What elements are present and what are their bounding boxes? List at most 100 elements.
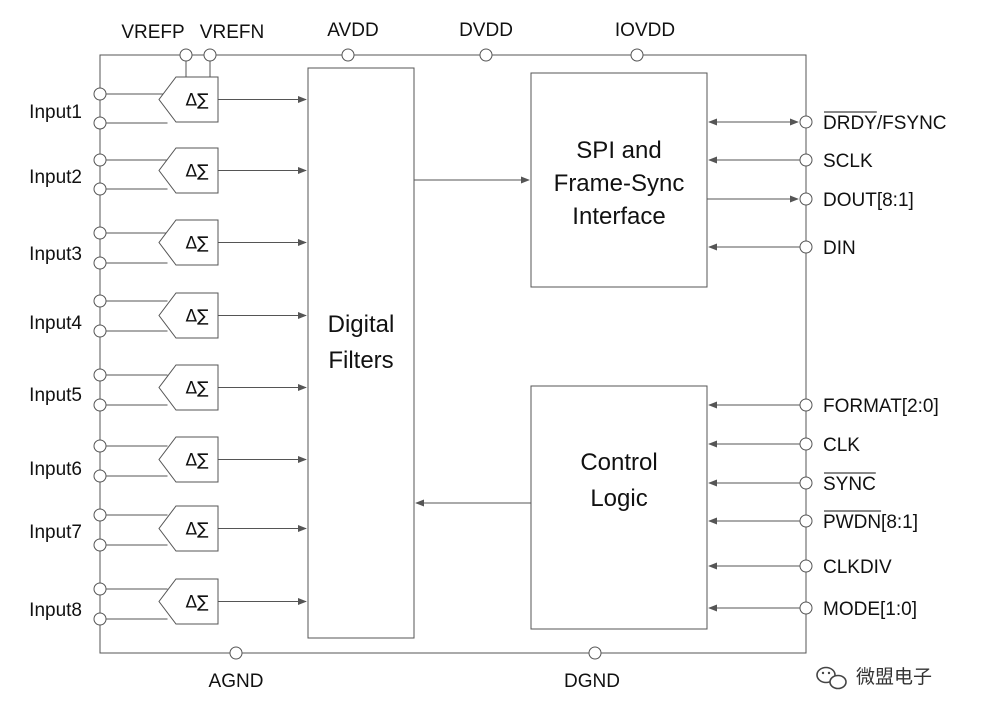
pin-label: SCLK bbox=[823, 151, 873, 172]
delta-sigma-modulator bbox=[158, 436, 219, 483]
delta-sigma-modulator bbox=[158, 292, 219, 339]
right-pin: CLK bbox=[708, 435, 860, 456]
pin-connector bbox=[799, 559, 813, 573]
pin-connector bbox=[799, 192, 813, 206]
pin-connector bbox=[799, 514, 813, 528]
pin-connector bbox=[799, 115, 813, 129]
input-channel: Input1 Δ∑ bbox=[29, 76, 307, 130]
input-pin-p bbox=[93, 439, 107, 453]
modulator-symbol: Δ∑ bbox=[185, 91, 209, 111]
delta-sigma-modulator bbox=[158, 505, 219, 552]
input-pin-n bbox=[93, 612, 107, 626]
pin-label: CLK bbox=[823, 435, 860, 456]
input-label: Input6 bbox=[29, 459, 82, 480]
pin-label: PWDN[8:1] bbox=[823, 512, 918, 533]
input-channel: Input3 Δ∑ bbox=[29, 219, 307, 270]
pin-dvdd bbox=[479, 48, 493, 62]
input-channel: Input4 Δ∑ bbox=[29, 292, 307, 339]
right-pin: DIN bbox=[708, 238, 856, 259]
watermark-text: 微盟电子 bbox=[856, 666, 932, 688]
pin-vrefp-label: VREFP bbox=[121, 22, 184, 43]
pin-label: CLKDIV bbox=[823, 557, 892, 578]
pin-iovdd-label: IOVDD bbox=[615, 20, 675, 41]
pin-dvdd-label: DVDD bbox=[459, 20, 513, 41]
pin-label: SYNC bbox=[823, 474, 876, 495]
pin-label: DRDY/FSYNC bbox=[823, 113, 947, 134]
input-pin-n bbox=[93, 182, 107, 196]
delta-sigma-modulator bbox=[158, 578, 219, 625]
pin-agnd bbox=[229, 646, 243, 660]
input-pin-p bbox=[93, 508, 107, 522]
modulator-symbol: Δ∑ bbox=[185, 307, 209, 327]
pin-connector bbox=[799, 398, 813, 412]
input-pin-n bbox=[93, 324, 107, 338]
watermark: 微盟电子 bbox=[816, 666, 932, 690]
right-pin: FORMAT[2:0] bbox=[708, 396, 939, 417]
pin-connector bbox=[799, 437, 813, 451]
right-pin: MODE[1:0] bbox=[708, 599, 917, 620]
modulator-symbol: Δ∑ bbox=[185, 162, 209, 182]
delta-sigma-modulator bbox=[158, 147, 219, 194]
input-pin-n bbox=[93, 469, 107, 483]
spi-title-line2: Frame-Sync bbox=[554, 170, 685, 197]
input-channel: Input5 Δ∑ bbox=[29, 364, 307, 412]
input-pin-p bbox=[93, 294, 107, 308]
modulator-symbol: Δ∑ bbox=[185, 520, 209, 540]
pin-connector bbox=[799, 240, 813, 254]
pin-agnd-label: AGND bbox=[209, 671, 264, 692]
pin-connector bbox=[799, 153, 813, 167]
input-pin-n bbox=[93, 256, 107, 270]
input-label: Input1 bbox=[29, 102, 82, 123]
input-pin-n bbox=[93, 398, 107, 412]
input-label: Input4 bbox=[29, 313, 82, 334]
spi-title-line1: SPI and bbox=[576, 137, 661, 164]
pin-label: MODE[1:0] bbox=[823, 599, 917, 620]
modulator-symbol: Δ∑ bbox=[185, 451, 209, 471]
pin-label: DIN bbox=[823, 238, 856, 259]
pin-vrefn bbox=[203, 48, 217, 62]
input-channel: Input6 Δ∑ bbox=[29, 436, 307, 483]
spi-title-line3: Interface bbox=[572, 203, 665, 230]
pin-label: DOUT[8:1] bbox=[823, 190, 914, 211]
pin-avdd bbox=[341, 48, 355, 62]
pin-label: FORMAT[2:0] bbox=[823, 396, 939, 417]
wechat-icon bbox=[816, 666, 847, 690]
digital-filters-title-line2: Filters bbox=[328, 347, 393, 374]
input-pin-n bbox=[93, 116, 107, 130]
right-pin: DRDY/FSYNC bbox=[708, 111, 947, 134]
control-logic-block bbox=[530, 385, 708, 630]
pin-dgnd bbox=[588, 646, 602, 660]
pin-dgnd-label: DGND bbox=[564, 671, 620, 692]
bottom-pins: AGND DGND bbox=[209, 646, 620, 692]
modulator-symbol: Δ∑ bbox=[185, 593, 209, 613]
input-label: Input7 bbox=[29, 522, 82, 543]
pin-avdd-label: AVDD bbox=[327, 20, 378, 41]
input-label: Input8 bbox=[29, 600, 82, 621]
input-pin-p bbox=[93, 87, 107, 101]
input-label: Input2 bbox=[29, 167, 82, 188]
pin-vrefn-label: VREFN bbox=[200, 22, 264, 43]
right-pin: PWDN[8:1] bbox=[708, 510, 918, 533]
input-channel: Input2 Δ∑ bbox=[29, 147, 307, 196]
digital-filters-block bbox=[307, 67, 415, 639]
delta-sigma-modulator bbox=[158, 364, 219, 411]
modulator-symbol: Δ∑ bbox=[185, 379, 209, 399]
input-pin-n bbox=[93, 538, 107, 552]
input-label: Input3 bbox=[29, 244, 82, 265]
input-pin-p bbox=[93, 226, 107, 240]
modulator-symbol: Δ∑ bbox=[185, 234, 209, 254]
control-title-line2: Logic bbox=[590, 485, 647, 512]
pin-connector bbox=[799, 601, 813, 615]
input-label: Input5 bbox=[29, 385, 82, 406]
right-pin: CLKDIV bbox=[708, 557, 892, 578]
delta-sigma-modulator bbox=[158, 76, 219, 123]
pin-vrefp bbox=[179, 48, 193, 62]
right-pins: DRDY/FSYNC SCLK DOUT[8:1] DIN FORMAT[2:0] CLK… bbox=[707, 111, 947, 620]
right-pin: DOUT[8:1] bbox=[707, 190, 914, 211]
digital-filters-title-line1: Digital bbox=[328, 311, 395, 338]
right-pin: SCLK bbox=[708, 151, 873, 172]
delta-sigma-modulator bbox=[158, 219, 219, 266]
control-title-line1: Control bbox=[580, 449, 657, 476]
